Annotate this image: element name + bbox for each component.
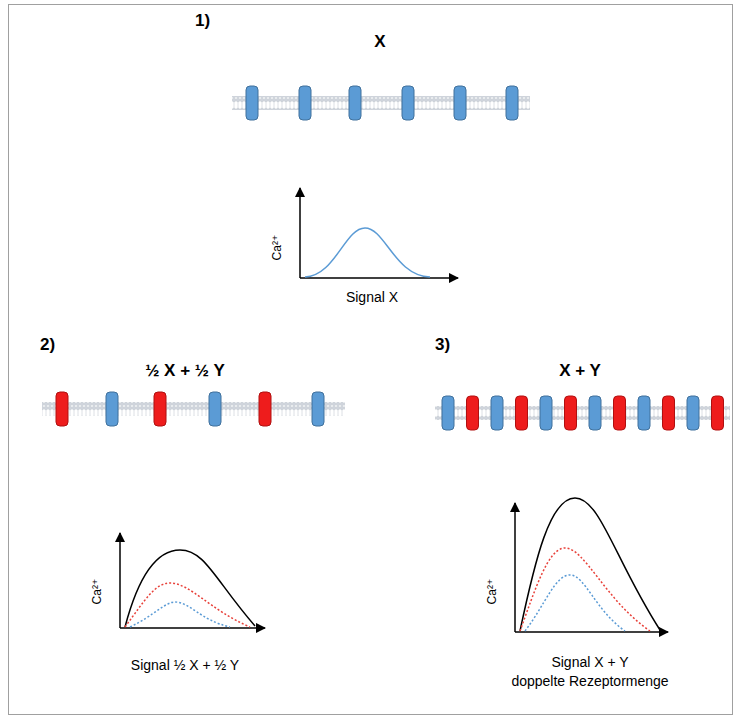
receptor bbox=[614, 396, 626, 430]
receptor bbox=[154, 392, 166, 426]
receptor bbox=[246, 86, 258, 120]
receptor bbox=[663, 396, 675, 430]
graph bbox=[300, 188, 458, 278]
receptor bbox=[56, 392, 68, 426]
axis-label: doppelte Rezeptormenge bbox=[511, 674, 668, 689]
receptor bbox=[299, 86, 311, 120]
membrane bbox=[232, 96, 530, 110]
receptor bbox=[454, 86, 466, 120]
membrane bbox=[42, 402, 345, 416]
panel-title: X bbox=[374, 33, 385, 52]
axis-label: Ca²⁺ bbox=[91, 579, 104, 605]
receptor bbox=[638, 396, 650, 430]
axis-label: Signal ½ X + ½ Y bbox=[131, 658, 239, 673]
axis-label: Ca²⁺ bbox=[486, 579, 499, 605]
frame bbox=[9, 5, 733, 715]
membrane bbox=[435, 406, 730, 420]
receptor bbox=[312, 392, 324, 426]
panel-number: 1) bbox=[195, 12, 210, 31]
receptor bbox=[540, 396, 552, 430]
receptor bbox=[442, 396, 454, 430]
axis-label: Ca²⁺ bbox=[271, 235, 284, 261]
graph bbox=[515, 498, 668, 632]
receptor bbox=[506, 86, 518, 120]
receptor bbox=[467, 396, 479, 430]
panel-title: X + Y bbox=[559, 362, 601, 381]
receptor bbox=[209, 392, 221, 426]
receptor bbox=[589, 396, 601, 430]
receptor bbox=[712, 396, 724, 430]
receptor bbox=[349, 86, 361, 120]
axis-label: Signal X bbox=[346, 290, 398, 305]
receptor bbox=[491, 396, 503, 430]
receptor bbox=[259, 392, 271, 426]
receptor bbox=[565, 396, 577, 430]
receptor bbox=[687, 396, 699, 430]
receptor bbox=[402, 86, 414, 120]
panel-title: ½ X + ½ Y bbox=[145, 362, 225, 381]
graph bbox=[120, 533, 265, 628]
panel-number: 2) bbox=[40, 336, 55, 355]
panel-number: 3) bbox=[435, 336, 450, 355]
receptor bbox=[106, 392, 118, 426]
axis-label: Signal X + Y bbox=[551, 655, 628, 670]
receptor bbox=[516, 396, 528, 430]
